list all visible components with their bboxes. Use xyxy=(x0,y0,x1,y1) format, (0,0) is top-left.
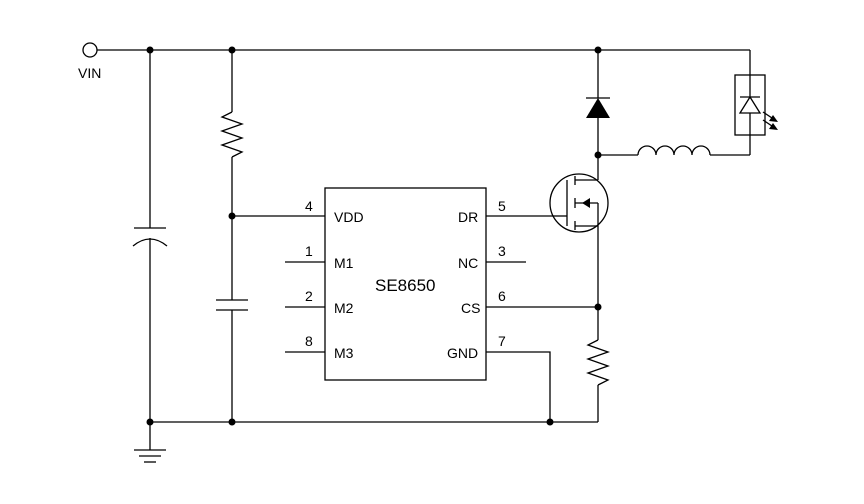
svg-text:NC: NC xyxy=(458,255,478,271)
svg-text:VDD: VDD xyxy=(334,209,364,225)
svg-text:M1: M1 xyxy=(334,255,354,271)
led xyxy=(734,74,778,155)
top-rail-wire xyxy=(97,49,751,75)
pin-nc: NC 3 xyxy=(458,243,526,271)
pin-gnd: GND 7 xyxy=(447,333,551,422)
vin-label: VIN xyxy=(78,65,101,81)
svg-text:2: 2 xyxy=(305,288,313,304)
pin-cs: CS 6 xyxy=(461,288,598,316)
junction-dots xyxy=(146,46,602,426)
svg-text:M2: M2 xyxy=(334,300,354,316)
pin-m1: M1 1 xyxy=(285,243,354,271)
svg-text:4: 4 xyxy=(305,198,313,214)
svg-text:6: 6 xyxy=(498,288,506,304)
svg-text:M3: M3 xyxy=(334,345,354,361)
svg-text:DR: DR xyxy=(458,209,478,225)
pin-m2: M2 2 xyxy=(285,288,354,316)
pin-vdd: VDD 4 xyxy=(305,198,364,225)
ground-icon xyxy=(134,449,166,463)
diode xyxy=(586,50,610,155)
svg-text:CS: CS xyxy=(461,300,480,316)
ic-name: SE8650 xyxy=(375,276,436,295)
svg-text:1: 1 xyxy=(305,243,313,259)
svg-text:5: 5 xyxy=(498,198,506,214)
pin-m3: M3 8 xyxy=(285,333,354,361)
svg-text:7: 7 xyxy=(498,333,506,349)
sense-resistor xyxy=(586,307,610,422)
input-capacitor xyxy=(132,50,168,450)
vdd-resistor xyxy=(220,50,244,300)
svg-text:8: 8 xyxy=(305,333,313,349)
pin-dr: DR 5 xyxy=(458,198,553,225)
ic-body xyxy=(324,187,487,381)
vin-terminal xyxy=(82,42,98,58)
svg-text:GND: GND xyxy=(447,345,478,361)
mosfet xyxy=(549,155,609,307)
vdd-capacitor xyxy=(216,299,248,422)
svg-text:3: 3 xyxy=(498,243,506,259)
inductor xyxy=(598,145,750,156)
